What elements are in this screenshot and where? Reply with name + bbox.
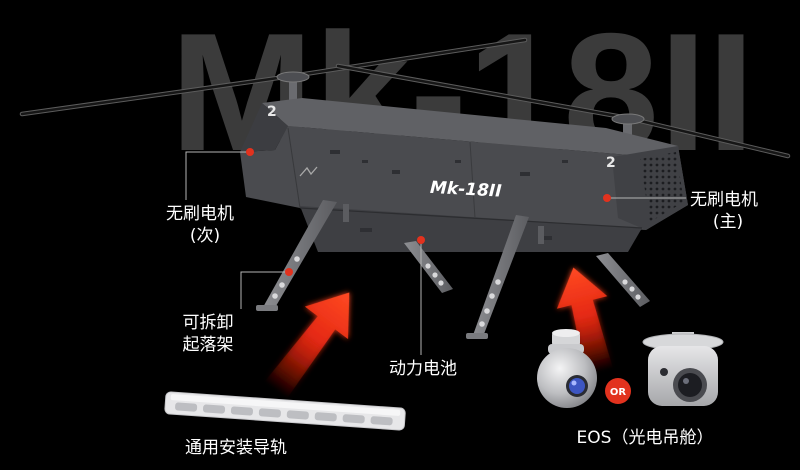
callout-battery-pointer bbox=[417, 236, 425, 355]
fuselage-top bbox=[262, 98, 678, 156]
eos-sphere-pod bbox=[537, 329, 597, 408]
label-motor-main: 无刷电机 bbox=[690, 190, 758, 210]
callout-landing-gear-pointer bbox=[240, 268, 293, 309]
rear-rotor-number: 2 bbox=[606, 155, 616, 171]
label-mounting-rail: 通用安装导轨 bbox=[185, 438, 287, 458]
leg-rear-right bbox=[596, 253, 650, 307]
battery-belly bbox=[300, 206, 642, 252]
callout-motor-main-pointer bbox=[603, 194, 686, 202]
body-model-label: Mk-18II bbox=[430, 178, 503, 202]
rotor-blades bbox=[19, 37, 791, 159]
label-motor-main-sub: (主) bbox=[713, 212, 743, 232]
eos-box-pod bbox=[642, 332, 724, 406]
label-motor-secondary-sub: (次) bbox=[190, 226, 220, 246]
arrow-up-right-icon bbox=[264, 292, 350, 399]
fuselage-side bbox=[240, 126, 688, 230]
callout-motor-secondary-pointer bbox=[185, 148, 254, 200]
leg-center-right bbox=[466, 215, 529, 339]
front-rotor-hub bbox=[276, 71, 310, 104]
or-text: OR bbox=[610, 387, 627, 398]
front-rotor-number: 2 bbox=[267, 104, 277, 120]
fuselage: 2 2 Mk-18II bbox=[240, 98, 688, 252]
leg-middle bbox=[404, 241, 453, 293]
leg-front-left bbox=[256, 200, 337, 311]
label-landing-gear-line1: 可拆卸 bbox=[183, 313, 234, 333]
arrow-up-icon bbox=[556, 267, 613, 375]
label-eos: EOS（光电吊舱） bbox=[577, 428, 714, 448]
label-battery: 动力电池 bbox=[389, 359, 457, 379]
logo-icon bbox=[299, 166, 318, 177]
label-landing-gear-line2: 起落架 bbox=[183, 335, 234, 355]
front-housing bbox=[240, 103, 288, 152]
landing-gear bbox=[256, 200, 650, 339]
label-motor-secondary: 无刷电机 bbox=[166, 204, 234, 224]
vent-grille bbox=[640, 152, 684, 222]
or-badge: OR bbox=[605, 378, 631, 404]
mounting-rail bbox=[164, 391, 406, 431]
